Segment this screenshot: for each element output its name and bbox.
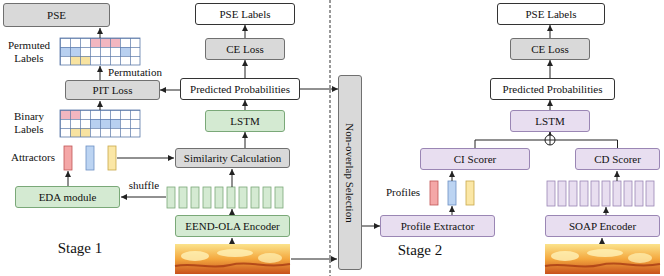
model-box: LSTM: [510, 110, 590, 132]
node-text: PSE Labels: [219, 8, 270, 20]
permuted-label-grid: [60, 38, 140, 65]
node-text: Profile Extractor: [401, 220, 475, 232]
node-text: LSTM: [230, 115, 259, 127]
encoder-box: EEND-OLA Encoder: [175, 215, 290, 237]
loss-box: PIT Loss: [65, 80, 160, 100]
model-box: LSTM: [205, 110, 285, 132]
node-text: CD Scorer: [594, 153, 641, 165]
node-text: Predicted Probabilities: [503, 83, 603, 95]
model-box: CI Scorer: [420, 148, 530, 170]
output-box: PSE: [3, 3, 110, 27]
axis-label: Permuted Labels: [2, 39, 56, 64]
node-text: EDA module: [39, 191, 97, 203]
flow-arrow: [245, 60, 246, 78]
process-box: Similarity Calculation: [175, 148, 290, 168]
node-text: LSTM: [535, 115, 564, 127]
binary-label-grid: [60, 110, 140, 137]
flow-arrow: [362, 226, 380, 227]
node-text: Similarity Calculation: [184, 152, 281, 164]
label-box: PSE Labels: [497, 3, 605, 25]
node-text: EEND-OLA Encoder: [185, 220, 279, 232]
flow-arrow: [550, 25, 551, 38]
flow-arrow: [245, 100, 246, 110]
output-box: Predicted Probabilities: [180, 78, 300, 100]
embedding-bars: [167, 187, 283, 208]
node-text: PIT Loss: [93, 84, 133, 96]
flow-arrow: [550, 100, 551, 110]
spectrogram: [175, 244, 290, 274]
flow-arrow: [160, 90, 180, 91]
flow-arrow: [245, 132, 246, 148]
node-text: CE Loss: [531, 43, 569, 55]
axis-label: Attractors: [4, 151, 62, 164]
process-box: Non-overlap Selection: [338, 75, 362, 270]
operation-label: shuffle: [124, 179, 164, 192]
flow-arrow: [475, 132, 550, 148]
stage-label: Stage 1: [40, 240, 120, 257]
label-box: PSE Labels: [195, 3, 295, 25]
node-text: PSE Labels: [525, 8, 576, 20]
node-text: PSE: [47, 9, 66, 21]
output-box: Predicted Probabilities: [490, 78, 615, 100]
loss-box: CE Loss: [510, 38, 590, 60]
node-text: Predicted Probabilities: [190, 83, 290, 95]
flow-arrow: [300, 89, 338, 90]
operation-label: Permutation: [104, 66, 166, 79]
model-box: CD Scorer: [575, 148, 660, 170]
node-text: SOAP Encoder: [569, 220, 636, 232]
axis-label: Profiles: [380, 186, 426, 199]
axis-label: Binary Labels: [2, 110, 56, 135]
profile-vectors: [430, 181, 474, 205]
node-text: CI Scorer: [454, 153, 496, 165]
spectrogram: [545, 244, 660, 274]
attractor-vectors: [64, 146, 116, 170]
encoder-box: Profile Extractor: [380, 215, 495, 237]
loss-box: CE Loss: [205, 38, 285, 60]
soap-embedding-bars: [547, 181, 654, 206]
node-text: Non-overlap Selection: [344, 123, 356, 222]
node-text: CE Loss: [226, 43, 264, 55]
sum-symbol: [545, 135, 555, 145]
flow-arrow: [245, 25, 246, 38]
encoder-box: SOAP Encoder: [545, 215, 660, 237]
flow-arrow: [550, 60, 551, 78]
stage-label: Stage 2: [380, 242, 460, 259]
stage-divider: [330, 0, 331, 276]
model-box: EDA module: [15, 186, 120, 208]
flow-arrow: [550, 132, 618, 148]
